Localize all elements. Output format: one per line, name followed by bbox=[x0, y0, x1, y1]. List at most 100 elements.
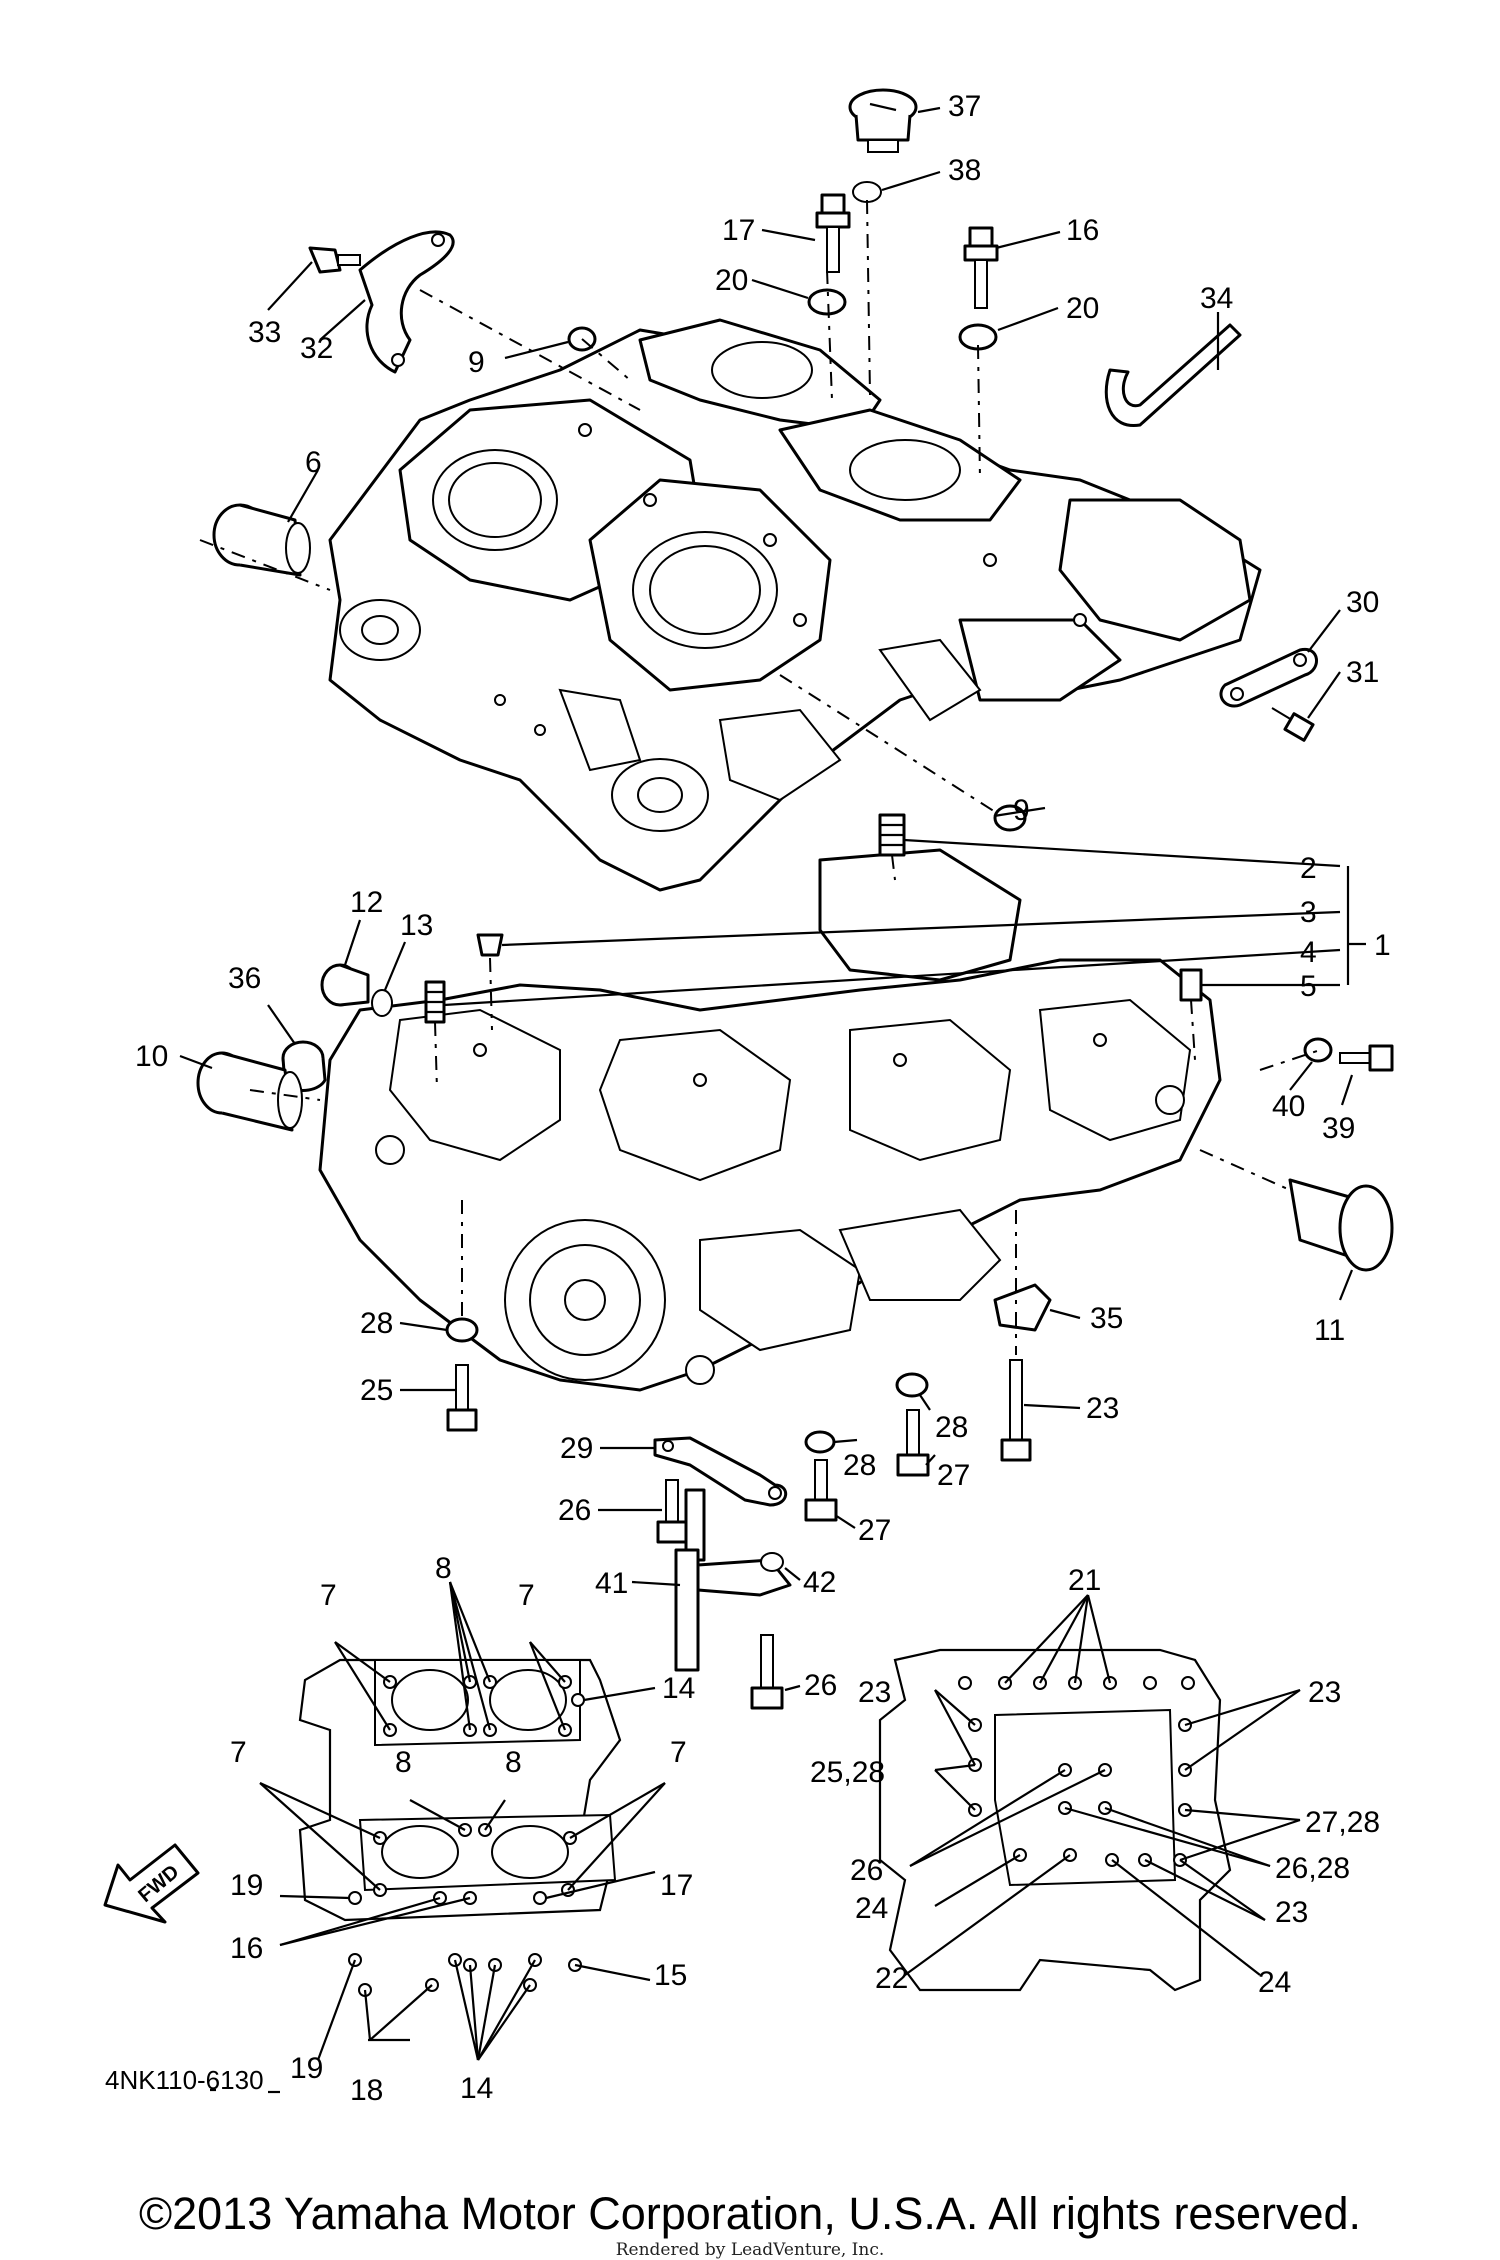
callout-27-28: 27,28 bbox=[1305, 1806, 1380, 1839]
callout-33: 33 bbox=[248, 316, 281, 349]
part-26-bolt bbox=[656, 1479, 688, 1544]
part-27-bolt bbox=[804, 1459, 838, 1522]
part-41-strainer-pipe bbox=[674, 1488, 792, 1672]
part-40-washer bbox=[1303, 1037, 1333, 1063]
callout-labels: 37 38 17 16 20 20 34 33 32 9 6 30 31 9 2… bbox=[135, 90, 1391, 2107]
exploded-view-svg: FWD 37 38 17 16 20 20 34 33 32 9 6 30 31… bbox=[103, 88, 1394, 2107]
callout-16: 16 bbox=[1066, 214, 1099, 247]
callout-23-d: 23 bbox=[1275, 1896, 1308, 1929]
callout-41: 41 bbox=[595, 1567, 628, 1600]
callout-22: 22 bbox=[875, 1962, 908, 1995]
head-gasket-view bbox=[259, 1581, 666, 2061]
callout-14-b: 14 bbox=[460, 2072, 493, 2105]
callout-26-c: 26 bbox=[850, 1854, 883, 1887]
callout-26: 26 bbox=[558, 1494, 591, 1527]
part-2-spring-dowel bbox=[878, 813, 906, 857]
callout-27: 27 bbox=[937, 1459, 970, 1492]
callout-9-b: 9 bbox=[1013, 794, 1030, 827]
callout-4: 4 bbox=[1300, 936, 1317, 969]
lower-crankcase bbox=[318, 848, 1222, 1392]
part-10-plug bbox=[196, 1051, 303, 1132]
callout-23-c: 23 bbox=[1308, 1676, 1341, 1709]
part-13-o-ring bbox=[371, 989, 393, 1017]
callout-18: 18 bbox=[350, 2074, 383, 2107]
callout-10: 10 bbox=[135, 1040, 168, 1073]
callout-27-b: 27 bbox=[858, 1514, 891, 1547]
part-16-bolt bbox=[963, 226, 999, 309]
part-4-spring-dowel bbox=[424, 980, 446, 1024]
callout-5: 5 bbox=[1300, 970, 1317, 1003]
callout-7-c: 7 bbox=[230, 1736, 247, 1769]
part-39-bolt bbox=[1339, 1044, 1394, 1072]
callout-30: 30 bbox=[1346, 586, 1379, 619]
drawing-code: 4NK110-6130 bbox=[105, 2065, 264, 2095]
callout-23: 23 bbox=[1086, 1392, 1119, 1425]
part-37-oil-filler-cap bbox=[848, 88, 918, 153]
part-38-o-ring bbox=[852, 181, 882, 203]
part-30-plate bbox=[1219, 647, 1318, 708]
callout-17-b: 17 bbox=[660, 1869, 693, 1902]
callout-24-b: 24 bbox=[1258, 1966, 1291, 1999]
callout-7-d: 7 bbox=[670, 1736, 687, 1769]
part-28-washer bbox=[445, 1317, 479, 1343]
callout-21: 21 bbox=[1068, 1564, 1101, 1597]
part-12-plug bbox=[320, 963, 370, 1007]
callout-40: 40 bbox=[1272, 1090, 1305, 1123]
part-20-washer bbox=[807, 288, 847, 316]
callout-42: 42 bbox=[803, 1566, 836, 1599]
part-35-clip bbox=[993, 1283, 1052, 1332]
rendered-by-note: Rendered by LeadVenture, Inc. bbox=[615, 2240, 885, 2260]
callout-6: 6 bbox=[305, 446, 322, 479]
callout-28-b: 28 bbox=[935, 1411, 968, 1444]
callout-38: 38 bbox=[948, 154, 981, 187]
callout-28-c: 28 bbox=[843, 1449, 876, 1482]
part-6-plug bbox=[212, 503, 311, 577]
callout-23-b: 23 bbox=[858, 1676, 891, 1709]
part-32-bracket bbox=[358, 230, 455, 374]
callout-28: 28 bbox=[360, 1307, 393, 1340]
callout-16-b: 16 bbox=[230, 1932, 263, 1965]
part-3-dowel bbox=[476, 933, 504, 957]
part-23-bolt bbox=[1000, 1359, 1032, 1462]
part-11-plug bbox=[1288, 1178, 1394, 1272]
callout-24: 24 bbox=[855, 1892, 888, 1925]
callout-12: 12 bbox=[350, 886, 383, 919]
callout-13: 13 bbox=[400, 909, 433, 942]
callout-34: 34 bbox=[1200, 282, 1233, 315]
callout-7-b: 7 bbox=[518, 1579, 535, 1612]
callout-20-b: 20 bbox=[1066, 292, 1099, 325]
part-17-bolt bbox=[815, 193, 851, 273]
part-33-screw bbox=[308, 246, 361, 274]
callout-36: 36 bbox=[228, 962, 261, 995]
callout-8-c: 8 bbox=[505, 1746, 522, 1779]
crankcase-bottom-view bbox=[878, 1594, 1301, 1992]
callout-3: 3 bbox=[1300, 896, 1317, 929]
upper-crankcase bbox=[328, 318, 1262, 892]
assembly-lines bbox=[199, 199, 1321, 1355]
callout-26-b: 26 bbox=[804, 1669, 837, 1702]
callout-15: 15 bbox=[654, 1959, 687, 1992]
callout-19: 19 bbox=[230, 1869, 263, 1902]
leader-lines bbox=[179, 106, 1366, 1692]
part-42-o-ring bbox=[760, 1552, 784, 1572]
callout-19-b: 19 bbox=[290, 2052, 323, 2085]
callout-1: 1 bbox=[1374, 929, 1391, 962]
callout-31: 31 bbox=[1346, 656, 1379, 689]
callout-8-b: 8 bbox=[395, 1746, 412, 1779]
part-28-washer-c bbox=[804, 1430, 836, 1454]
callout-37: 37 bbox=[948, 90, 981, 123]
part-31-bolt bbox=[1271, 707, 1315, 742]
part-34-clamp bbox=[1104, 323, 1242, 427]
part-29-plate bbox=[653, 1436, 788, 1507]
fwd-arrow-icon: FWD bbox=[103, 1843, 200, 1924]
callout-2: 2 bbox=[1300, 852, 1317, 885]
callout-14: 14 bbox=[662, 1672, 695, 1705]
callout-35: 35 bbox=[1090, 1302, 1123, 1335]
callout-20: 20 bbox=[715, 264, 748, 297]
callout-29: 29 bbox=[560, 1432, 593, 1465]
part-5-dowel bbox=[1179, 968, 1203, 1002]
callout-9: 9 bbox=[468, 346, 485, 379]
callout-25: 25 bbox=[360, 1374, 393, 1407]
part-28-washer-b bbox=[895, 1372, 929, 1398]
